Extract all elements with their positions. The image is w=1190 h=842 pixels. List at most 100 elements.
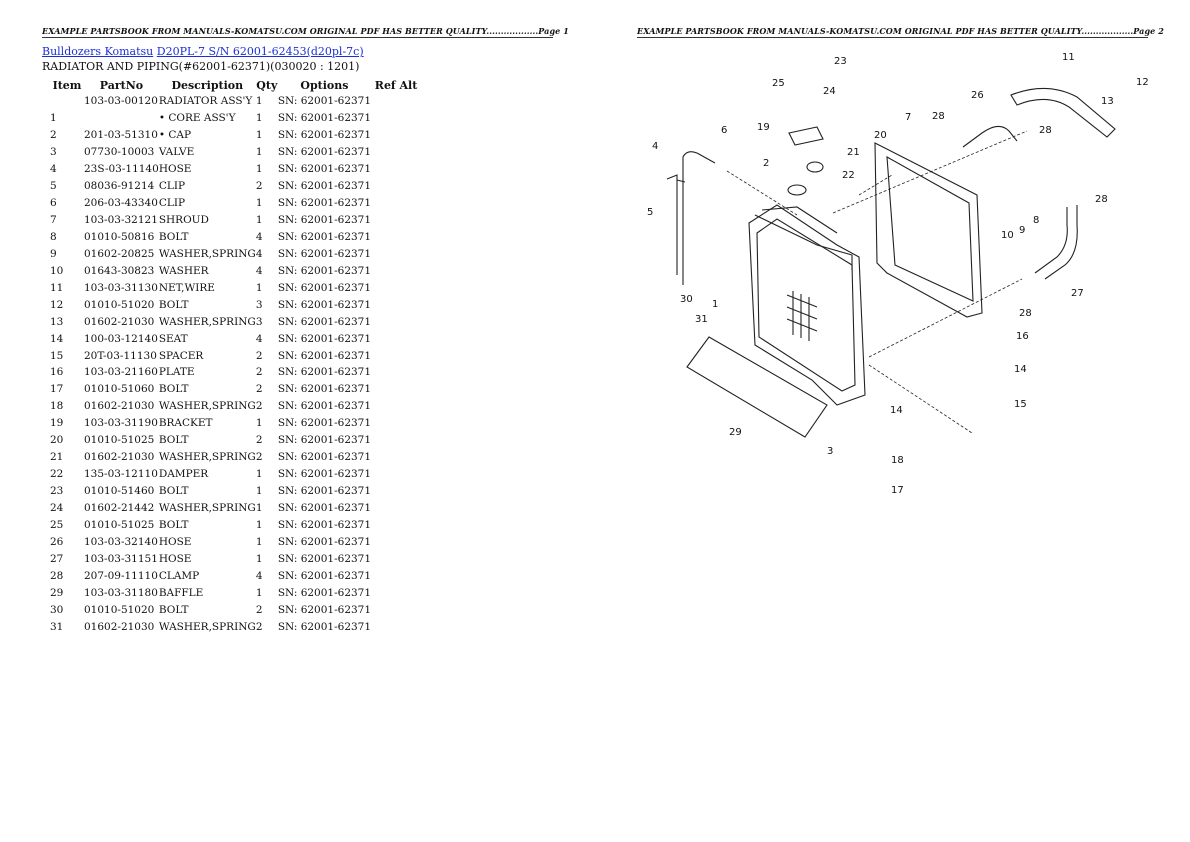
cell-partno: 01602-21442 — [84, 501, 155, 514]
cell-item: 22 — [50, 468, 64, 481]
cell-description: SEAT — [158, 332, 188, 345]
cell-partno: 01010-51460 — [84, 485, 155, 498]
cell-options: SN: 62001-62371 — [277, 569, 372, 582]
callout-number: 18 — [891, 455, 904, 466]
callout-number: 5 — [647, 207, 653, 218]
cell-description: HOSE — [158, 535, 192, 548]
cell-partno: 103-03-31151 — [84, 552, 158, 565]
leader-lines — [726, 130, 1028, 434]
cell-description: WASHER,SPRING — [158, 247, 256, 260]
cell-partno: 103-03-31130 — [84, 281, 158, 294]
breadcrumb-link-bulldozers[interactable]: Bulldozers Komatsu — [42, 45, 154, 58]
cell-options: SN: 62001-62371 — [277, 197, 372, 210]
cell-options: SN: 62001-62371 — [277, 586, 372, 599]
cell-item: 31 — [50, 620, 64, 633]
cell-description: • CORE ASS'Y — [158, 112, 236, 125]
cell-partno: 207-09-11110 — [84, 569, 158, 582]
cell-partno: 01010-51025 — [84, 434, 155, 447]
cell-options: SN: 62001-62371 — [277, 247, 372, 260]
cell-options: SN: 62001-62371 — [277, 163, 372, 176]
cell-options: SN: 62001-62371 — [277, 434, 372, 447]
damper-22-shape — [806, 161, 824, 173]
breadcrumb-link-model[interactable]: D20PL-7 S/N 62001-62453(d20pl-7c) — [156, 45, 364, 58]
cell-options: SN: 62001-62371 — [277, 535, 372, 548]
column-header-ref-alt: Ref Alt — [374, 78, 418, 92]
callout-number: 19 — [757, 122, 770, 133]
net-wire-shape — [1010, 87, 1116, 138]
page-2-header: EXAMPLE PARTSBOOK FROM MANUALS-KOMATSU.C… — [637, 26, 1164, 38]
cell-item: 7 — [50, 214, 57, 227]
diagram-callouts: 1234567891011121314141516171819202122232… — [647, 52, 1149, 496]
cell-description: BOLT — [158, 230, 189, 243]
callout-number: 8 — [1033, 215, 1039, 226]
cell-options: SN: 62001-62371 — [277, 146, 372, 159]
cell-ref-alt — [371, 144, 421, 161]
cell-partno: 08036-91214 — [84, 180, 155, 193]
cell-partno: 01602-21030 — [84, 400, 155, 413]
section-title: RADIATOR AND PIPING(#62001-62371)(030020… — [42, 60, 360, 73]
cell-item: 2 — [50, 129, 57, 142]
cell-ref-alt — [371, 601, 421, 618]
callout-number: 17 — [891, 485, 904, 496]
callout-number: 1 — [712, 299, 718, 310]
radiator-core-shape — [748, 204, 866, 406]
cell-partno: 20T-03-11130 — [84, 349, 157, 362]
cell-description: BRACKET — [158, 417, 213, 430]
cell-qty: 1 — [255, 112, 263, 125]
cell-ref-alt — [371, 127, 421, 144]
cell-description: WASHER,SPRING — [158, 451, 256, 464]
cell-qty: 2 — [255, 603, 263, 616]
cell-ref-alt — [371, 313, 421, 330]
cell-description: WASHER,SPRING — [158, 400, 256, 413]
cell-qty: 4 — [255, 569, 263, 582]
callout-number: 22 — [842, 170, 855, 181]
cell-ref-alt — [371, 567, 421, 584]
cell-options: SN: 62001-62371 — [277, 332, 372, 345]
cell-description: BOLT — [158, 603, 189, 616]
callout-number: 28 — [932, 111, 945, 122]
cell-qty: 2 — [255, 434, 263, 447]
cell-description: HOSE — [158, 552, 192, 565]
cell-partno: 01643-30823 — [84, 264, 155, 277]
cell-ref-alt — [371, 262, 421, 279]
cell-qty: 4 — [255, 247, 263, 260]
cell-ref-alt — [371, 93, 421, 110]
cell-item: 19 — [50, 417, 64, 430]
cell-item: 28 — [50, 569, 64, 582]
cell-options: SN: 62001-62371 — [277, 485, 372, 498]
cell-item: 24 — [50, 501, 64, 514]
cell-qty: 4 — [255, 264, 263, 277]
cell-ref-alt — [371, 516, 421, 533]
callout-number: 28 — [1095, 194, 1108, 205]
callout-number: 7 — [905, 112, 911, 123]
cell-partno: 103-03-00120 — [84, 95, 158, 108]
cell-partno: 103-03-21160 — [84, 366, 158, 379]
callout-number: 11 — [1062, 52, 1075, 63]
cell-ref-alt — [371, 550, 421, 567]
cell-description: HOSE — [158, 163, 192, 176]
cell-partno: 23S-03-11140 — [84, 163, 159, 176]
cell-ref-alt — [371, 245, 421, 262]
cell-ref-alt — [371, 178, 421, 195]
cell-qty: 1 — [255, 417, 263, 430]
cell-partno: 01010-51020 — [84, 603, 155, 616]
cell-qty: 2 — [255, 451, 263, 464]
hose-26-shape — [962, 125, 1018, 148]
cell-description: BOLT — [158, 518, 189, 531]
cell-partno: 01602-20825 — [84, 247, 155, 260]
cell-item: 10 — [50, 264, 64, 277]
cell-partno: 103-03-32121 — [84, 214, 158, 227]
